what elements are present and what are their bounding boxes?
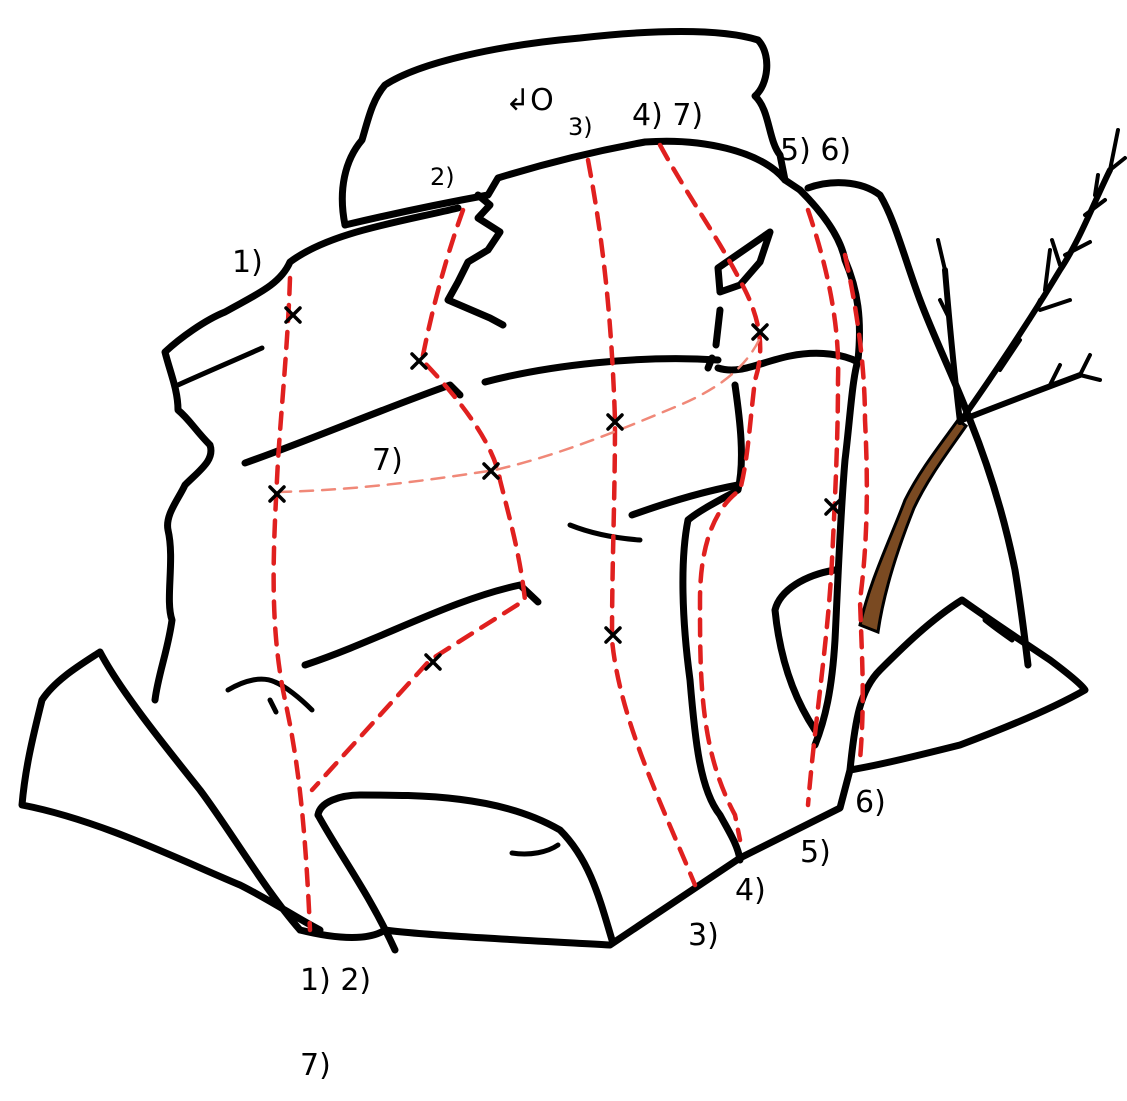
- label-top-route-5-6: 5) 6): [780, 133, 851, 168]
- tree-trunk: [858, 417, 969, 635]
- base-crack: [509, 842, 561, 857]
- right-face-edge: [796, 186, 863, 749]
- descent-arrow-label: ↲O: [505, 83, 554, 118]
- label-top-route-2: 2): [430, 163, 455, 191]
- black-flake-top: [714, 228, 774, 296]
- label-bottom-route-3: 3): [688, 918, 719, 953]
- label-bottom-route-1-2: 1) 2): [300, 963, 371, 998]
- base-outline: [296, 766, 854, 949]
- bolt-1b: [268, 485, 286, 503]
- route-3-line: [585, 157, 698, 888]
- bolt-2a: [410, 352, 428, 370]
- roof-ledge: [628, 481, 742, 519]
- face-features: [175, 228, 774, 715]
- label-bottom-route-6: 6): [855, 785, 886, 820]
- bolt-1a: [284, 306, 302, 324]
- tree: [858, 128, 1127, 635]
- route-7-traverse: [276, 336, 762, 494]
- label-top-route-4-7: 4) 7): [632, 98, 703, 133]
- inner-pillar: [679, 381, 745, 864]
- tree-branch-right: [959, 372, 1083, 423]
- tree-branch-main: [957, 167, 1113, 425]
- tree-branch-left: [942, 267, 963, 425]
- label-top-route-3: 3): [568, 113, 593, 141]
- right-boulder: [846, 596, 1089, 774]
- label-top-route-1: 1): [232, 245, 263, 280]
- hand-crack: [225, 676, 315, 715]
- labels: ↲O 1) 2) 3) 4) 7) 5) 6) 7) 1) 2) 7) 3) 4…: [232, 83, 886, 1083]
- right-boulder-crack: [982, 617, 1015, 643]
- route-2-line: [309, 207, 528, 793]
- main-block-outline: [151, 204, 462, 704]
- ledge-lower: [301, 581, 542, 669]
- right-flake: [771, 566, 839, 734]
- upper-block-outline: [338, 28, 789, 229]
- route-4-line: [657, 142, 763, 843]
- base-arch: [314, 791, 616, 944]
- bolt-2b: [482, 462, 500, 480]
- left-boulder: [18, 648, 324, 934]
- base-crack-left: [314, 811, 399, 954]
- label-bottom-route-7: 7): [300, 1048, 331, 1083]
- top-notch: [444, 191, 507, 329]
- tree-twigs: [936, 128, 1127, 387]
- bolt-5a: [824, 498, 842, 516]
- ledge-upper-left: [175, 345, 265, 388]
- main-block-ridge: [341, 137, 804, 229]
- inner-pillar-top: [714, 349, 862, 374]
- route-5-line: [805, 207, 841, 808]
- bolt-3a: [606, 413, 624, 431]
- label-bottom-route-5: 5): [800, 835, 831, 870]
- right-tower-outline: [804, 179, 1032, 669]
- bolt-2c: [424, 653, 442, 671]
- ledge-long-right: [481, 355, 722, 386]
- routes: [271, 142, 870, 933]
- label-bottom-route-4: 4): [735, 873, 766, 908]
- bolt-3b: [604, 626, 622, 644]
- bolt-4a: [751, 323, 769, 341]
- route-6-line: [842, 252, 870, 763]
- rock-outlines: [18, 28, 1089, 954]
- bolts: [268, 306, 842, 671]
- small-crack: [567, 522, 643, 543]
- thin-crack-upper: [704, 306, 724, 372]
- ledge-long-left: [241, 381, 464, 467]
- route-1-line: [271, 275, 313, 933]
- label-traverse-7: 7): [372, 443, 403, 478]
